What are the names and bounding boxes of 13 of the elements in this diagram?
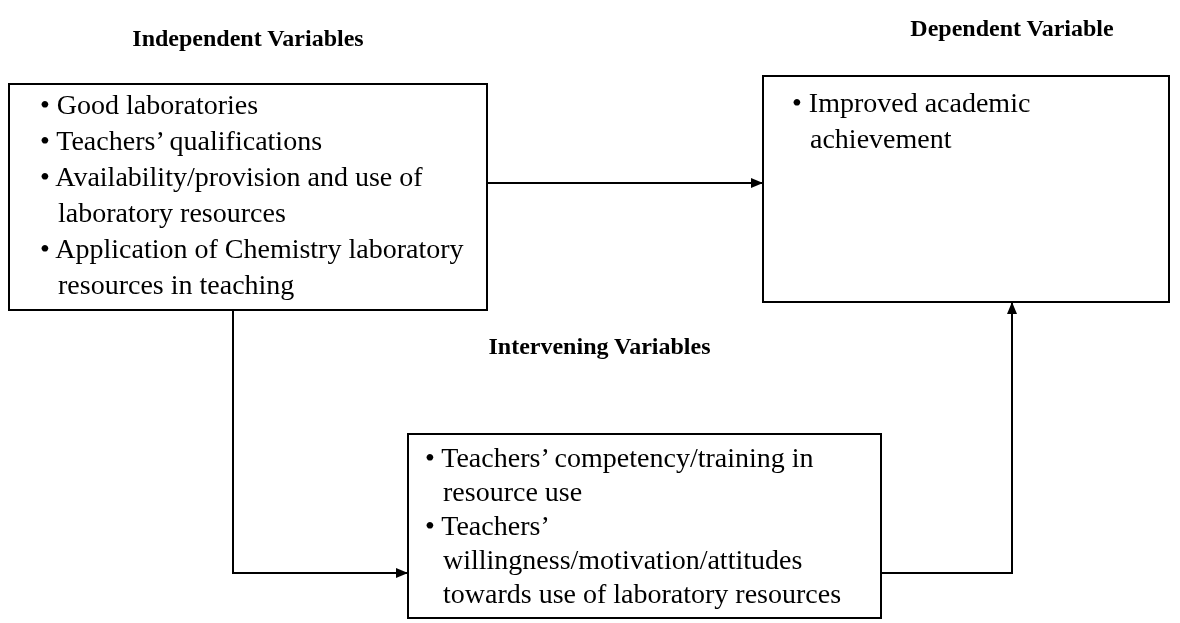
bullet-item: • Good laboratories [40,88,260,122]
bullet-item: • Teachers’ willingness/motivation/attitudes towards use of laboratory resources [425,509,843,611]
section-heading: Intervening Variables [487,333,712,360]
section-heading: Dependent Variable [909,15,1115,42]
arrow [232,310,408,578]
bullet-item: • Teachers’ competency/training in resource use [425,441,815,509]
arrow [487,178,763,188]
arrow [881,302,1017,574]
bullet-item: • Teachers’ qualifications [40,124,324,158]
section-heading: Independent Variables [131,25,365,52]
bullet-item: • Availability/provision and use of laboratory resources [40,160,424,230]
bullet-item: • Improved academic achievement [792,86,1032,156]
bullet-item: • Application of Chemistry laboratory resources in teaching [40,232,465,302]
